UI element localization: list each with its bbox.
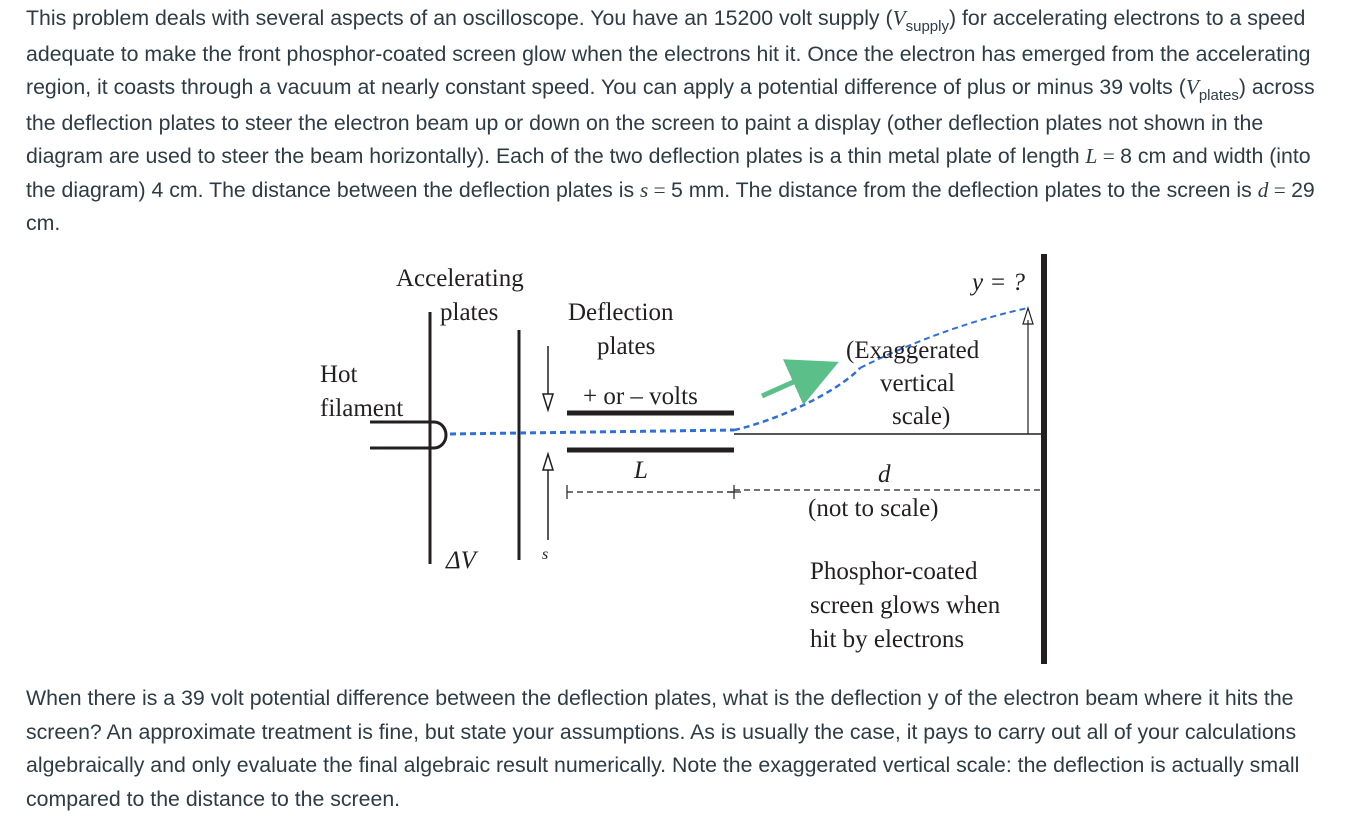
equals-sign: = xyxy=(1268,177,1292,202)
delta-v-label: ΔV xyxy=(445,547,479,574)
separation-symbol: s xyxy=(640,177,649,202)
filament-label: filament xyxy=(320,395,403,422)
v-supply-subscript: supply xyxy=(905,18,949,35)
deflection-indicator xyxy=(1022,305,1034,434)
not-to-scale-label: (not to scale) xyxy=(808,495,939,522)
exaggerated-label-3: scale) xyxy=(892,403,950,430)
hot-label: Hot xyxy=(320,361,358,388)
intro-text-3: ) across the deflection plates to steer … xyxy=(26,75,1315,168)
separation-value: 5 mm. The distance from the deflection p… xyxy=(670,177,1258,202)
v-plates-symbol: V xyxy=(1185,75,1199,99)
intro-text-2: ) for accelerating electrons to a speed … xyxy=(26,6,1311,99)
exaggerated-label-2: vertical xyxy=(880,370,955,397)
spacing-arrows xyxy=(541,346,555,540)
distance-label: d xyxy=(878,461,891,488)
exaggerated-label-1: (Exaggerated xyxy=(846,337,980,364)
intro-text-1: This problem deals with several aspects … xyxy=(26,6,893,30)
distance-value: 29 cm. xyxy=(26,177,1315,236)
y-label: y = ? xyxy=(969,269,1025,296)
oscilloscope-diagram: Accelerating plates Deflection plates + … xyxy=(320,254,1047,664)
volts-label: + or – volts xyxy=(583,383,698,410)
length-label: L xyxy=(633,457,648,484)
length-dimension xyxy=(566,485,741,499)
question-text: When there is a 39 volt potential differ… xyxy=(26,686,1300,811)
length-value: 8 cm and width (into the diagram) 4 cm. … xyxy=(26,144,1311,202)
v-supply-symbol: V xyxy=(892,6,906,30)
equals-sign: = xyxy=(1097,144,1121,168)
accelerating-label-1: Accelerating xyxy=(396,265,524,292)
screen-label-1: Phosphor-coated xyxy=(810,558,978,585)
length-symbol: L xyxy=(1085,144,1098,168)
screen-label-3: hit by electrons xyxy=(810,626,964,653)
equals-sign: = xyxy=(648,177,671,202)
v-plates-subscript: plates xyxy=(1198,87,1239,104)
deflection-label-2: plates xyxy=(597,333,655,360)
filament-icon xyxy=(370,420,448,450)
accelerating-label-2: plates xyxy=(440,299,498,326)
screen-label-2: screen glows when xyxy=(810,592,1001,619)
electron-beam xyxy=(449,307,1029,436)
spacing-label: s xyxy=(542,546,548,563)
problem-intro: This problem deals with several aspects … xyxy=(26,2,1344,241)
deflection-label-1: Deflection xyxy=(568,299,674,326)
distance-symbol: d xyxy=(1257,177,1269,202)
velocity-arrow-icon xyxy=(760,359,839,405)
